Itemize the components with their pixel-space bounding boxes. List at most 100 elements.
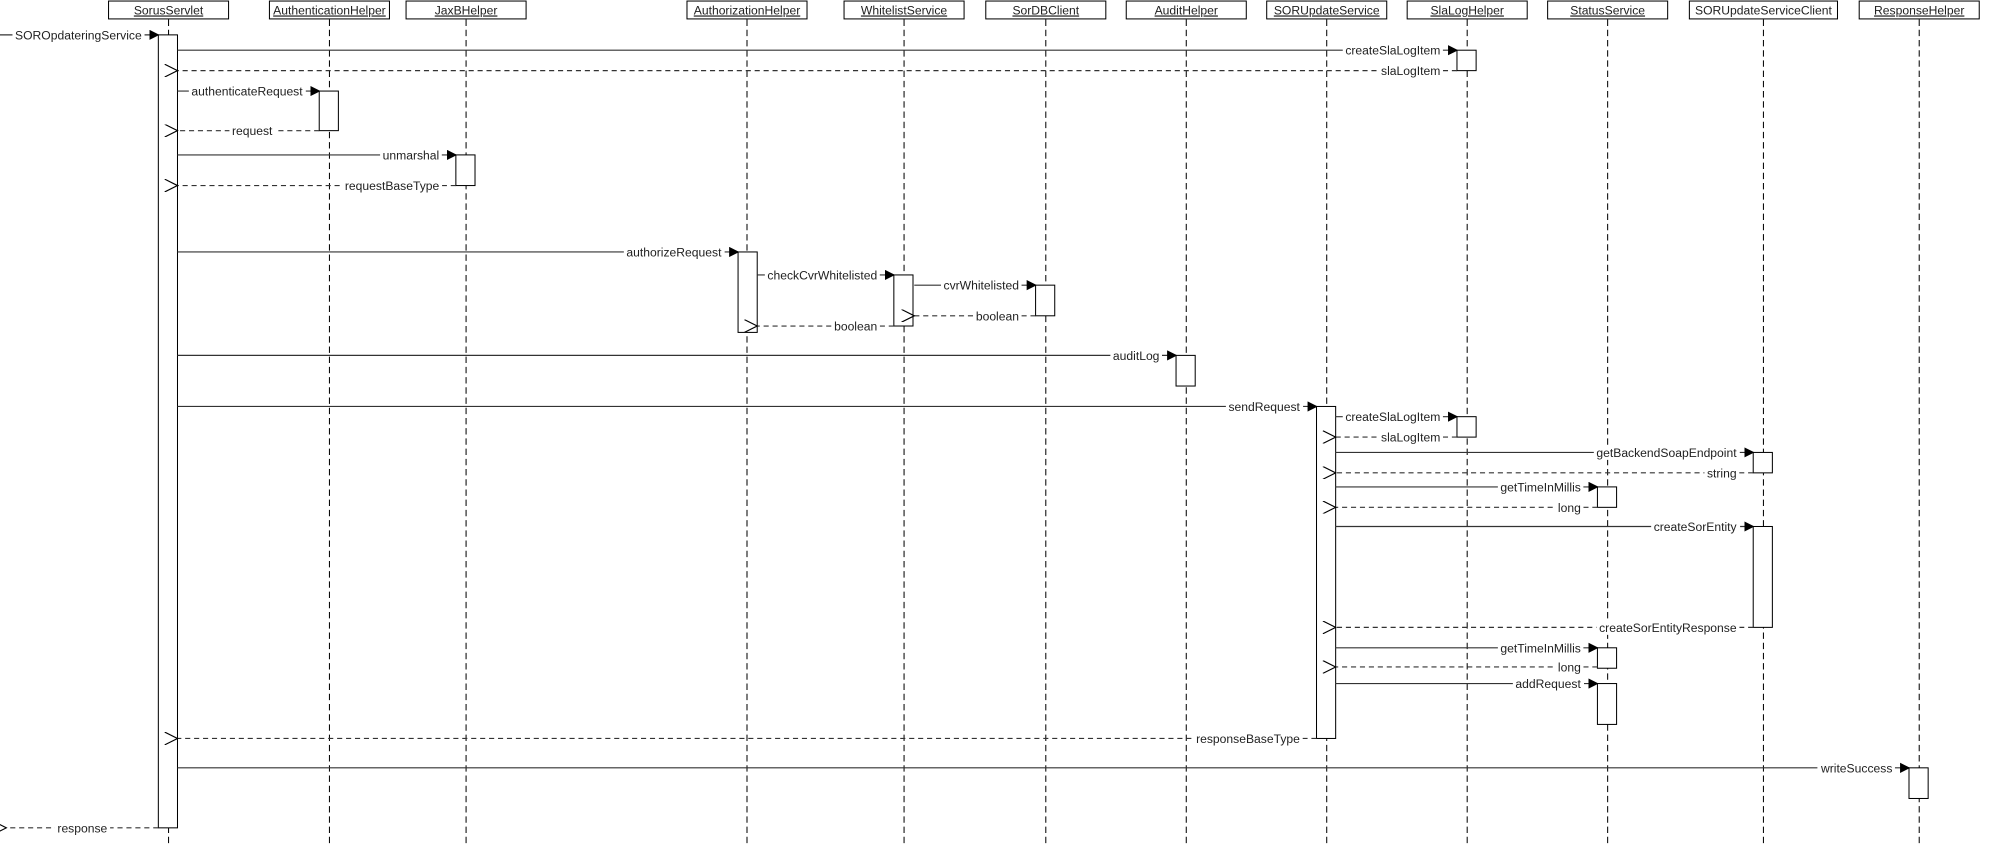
participant-box (686, 0, 808, 20)
label-background (1704, 466, 1740, 481)
participant-box (985, 0, 1107, 20)
message-call: unmarshal (177, 148, 458, 163)
activation-bar (893, 274, 914, 327)
message-call: sendRequest (177, 399, 1318, 414)
participant-white: WhitelistService (843, 0, 965, 846)
participant-status: StatusService (1547, 0, 1669, 846)
message-label: createSorEntity (1654, 520, 1738, 534)
activation-bar (1315, 405, 1337, 739)
participant-box (108, 0, 230, 20)
message-label: createSorEntityResponse (1599, 621, 1737, 635)
message-call: writeSuccess (177, 761, 1911, 776)
label-background (1596, 620, 1740, 635)
message-return: request (177, 124, 320, 139)
label-background (1512, 677, 1585, 692)
label-background (1651, 519, 1741, 534)
participant-name: SORUpdateServiceClient (1695, 3, 1832, 17)
message-label: getBackendSoapEndpoint (1596, 446, 1737, 460)
message-label: addRequest (1515, 677, 1581, 691)
label-background (1342, 43, 1443, 58)
message-call: checkCvrWhitelisted (757, 268, 896, 283)
participant-authz: AuthorizationHelper (686, 0, 808, 846)
message-call: SOROpdateringService (0, 28, 160, 43)
activation-bar (1596, 683, 1618, 725)
message-return: slaLogItem (1336, 430, 1457, 445)
participant-box (1406, 0, 1528, 20)
message-return: boolean (757, 319, 894, 334)
message-call: authenticateRequest (177, 84, 321, 99)
message-label: requestBaseType (345, 179, 440, 193)
participant-audit: AuditHelper (1125, 0, 1247, 846)
label-background (1593, 445, 1740, 460)
activation-bar (1908, 767, 1929, 799)
activation-bar (157, 34, 179, 829)
participant-box (1547, 0, 1669, 20)
message-label: slaLogItem (1381, 64, 1440, 78)
message-return: response (6, 821, 159, 836)
activation-bar (1175, 354, 1196, 387)
message-call: getBackendSoapEndpoint (1335, 445, 1755, 460)
activation-bar (318, 90, 339, 132)
label-background (1817, 761, 1895, 776)
message-label: getTimeInMillis (1500, 480, 1580, 494)
message-label: boolean (834, 319, 877, 333)
activation-bar (1596, 647, 1618, 669)
activation-bar (737, 251, 758, 333)
message-label: SOROpdateringService (15, 28, 142, 42)
message-label: boolean (976, 309, 1019, 323)
activation-bar (1752, 525, 1773, 628)
activation-bar (1596, 486, 1618, 508)
label-background (342, 179, 443, 194)
message-return: string (1336, 466, 1754, 481)
message-call: createSlaLogItem (1335, 410, 1459, 425)
message-return: responseBaseType (177, 731, 1317, 746)
message-call: createSlaLogItem (177, 43, 1459, 58)
activation-bar (1035, 284, 1056, 317)
message-label: string (1707, 466, 1737, 480)
label-background (229, 124, 276, 139)
message-label: long (1558, 660, 1581, 674)
message-label: long (1558, 501, 1581, 515)
label-background (188, 84, 306, 99)
label-background (1497, 641, 1584, 656)
message-label: response (57, 821, 107, 835)
label-background (1555, 500, 1584, 515)
participant-name: WhitelistService (861, 3, 947, 17)
message-call: auditLog (177, 348, 1178, 363)
message-label: writeSuccess (1820, 761, 1892, 775)
participant-name: SlaLogHelper (1430, 3, 1503, 17)
activation-bar (455, 154, 476, 187)
message-return: boolean (914, 309, 1036, 324)
label-background (831, 319, 880, 334)
label-background (12, 28, 145, 43)
message-label: unmarshal (383, 148, 440, 162)
participant-name: StatusService (1570, 3, 1645, 17)
message-return: requestBaseType (177, 179, 456, 194)
activation-bar (1752, 451, 1773, 474)
message-return: slaLogItem (177, 64, 1457, 79)
participant-name: ResponseHelper (1874, 3, 1964, 17)
label-background (1497, 480, 1584, 495)
message-call: getTimeInMillis (1335, 641, 1599, 656)
message-call: getTimeInMillis (1335, 480, 1599, 495)
participant-box (1858, 0, 1980, 20)
message-label: responseBaseType (1196, 732, 1300, 746)
message-return: long (1336, 660, 1598, 675)
participant-auth: AuthenticationHelper (268, 0, 390, 846)
label-background (1378, 430, 1443, 445)
message-label: createSlaLogItem (1345, 410, 1440, 424)
participant-box (1266, 0, 1388, 20)
participant-name: JaxBHelper (435, 3, 498, 17)
message-call: addRequest (1335, 677, 1599, 692)
participant-name: SorDBClient (1012, 3, 1079, 17)
label-background (623, 245, 725, 260)
participant-name: AuditHelper (1155, 3, 1218, 17)
message-label: cvrWhitelisted (944, 279, 1019, 293)
message-call: cvrWhitelisted (914, 278, 1037, 293)
participant-box (268, 0, 390, 20)
participant-jaxb: JaxBHelper (405, 0, 527, 846)
participant-name: AuthenticationHelper (273, 3, 386, 17)
label-background (1193, 731, 1303, 746)
message-label: auditLog (1113, 349, 1160, 363)
label-background (1555, 660, 1584, 675)
